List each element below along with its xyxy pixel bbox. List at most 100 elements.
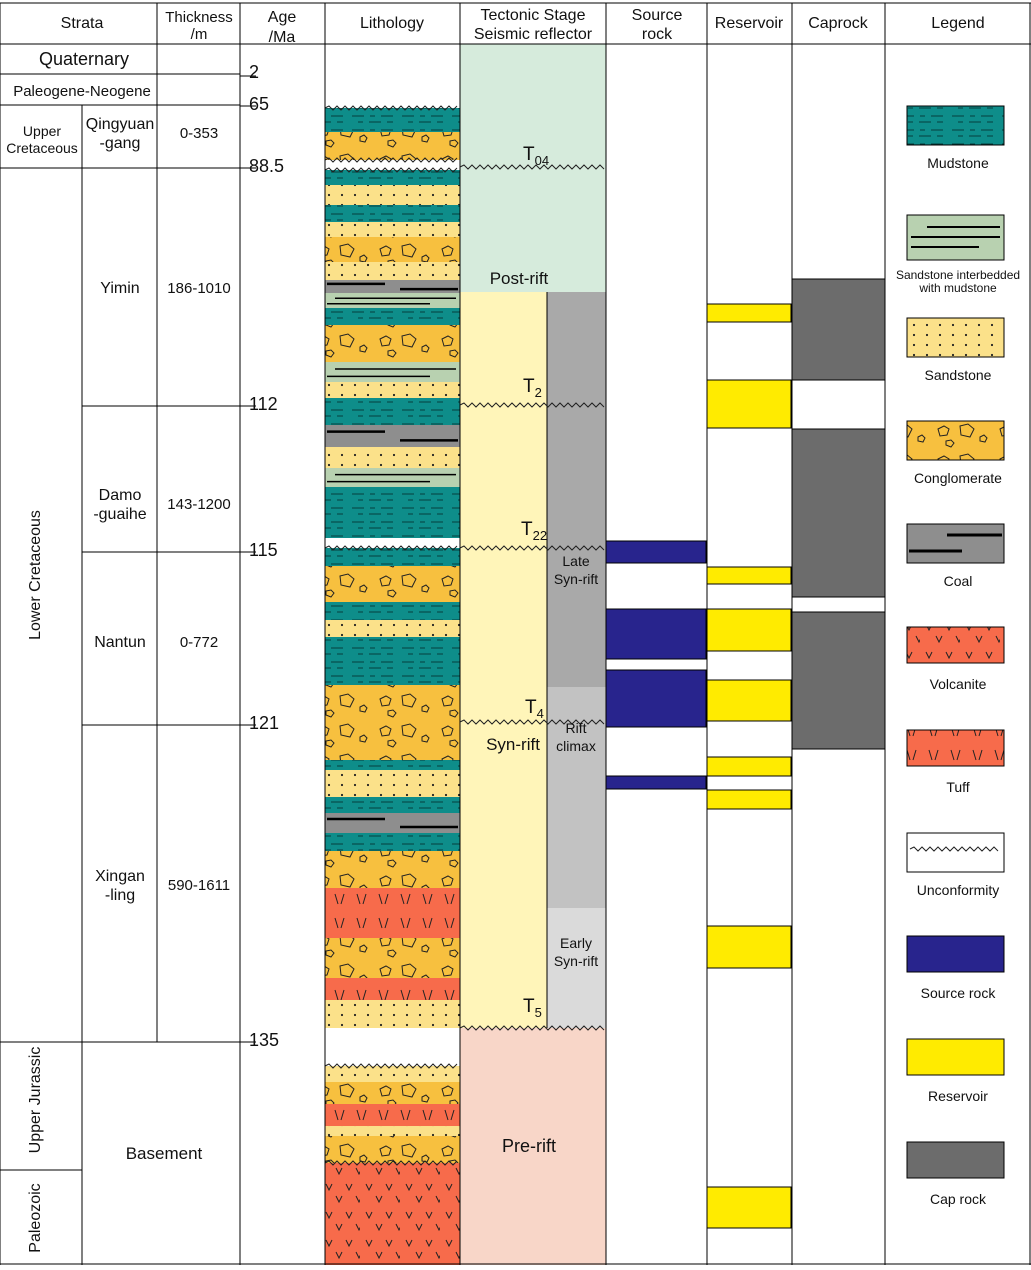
strata-basement: Basement bbox=[126, 1144, 203, 1163]
age-label-7: 135 bbox=[249, 1030, 279, 1050]
age-label-4: 112 bbox=[249, 394, 278, 414]
lithology-bed-23 bbox=[325, 602, 460, 620]
legend-label-conglomerate-line-1: Conglomerate bbox=[914, 470, 1002, 486]
strata-upper-jurassic: Upper Jurassic bbox=[27, 1047, 44, 1154]
header-source-rock-line-2: rock bbox=[642, 26, 673, 43]
lithology-bed-13 bbox=[325, 362, 460, 382]
legend-label-coal-line-1: Coal bbox=[944, 573, 973, 589]
formation-3-name-line-2: -guaihe bbox=[93, 506, 146, 523]
source-rock-block-2 bbox=[605, 608, 707, 660]
legend-swatch-unconformity-zigzag bbox=[909, 846, 999, 852]
lithology-unconformity-1 bbox=[324, 105, 458, 111]
header-age-line-1: Age bbox=[268, 9, 297, 26]
reservoir-block-5 bbox=[706, 679, 792, 722]
reflector-line-1 bbox=[459, 164, 605, 170]
reflector-line-5 bbox=[459, 1025, 605, 1031]
lithology-bed-6 bbox=[325, 222, 460, 237]
lithology-bed-35 bbox=[325, 938, 460, 978]
reservoir-block-2 bbox=[706, 379, 792, 429]
lithology-bed-26 bbox=[325, 685, 460, 723]
formation-4-thickness: 0-772 bbox=[180, 634, 218, 651]
header-age-line-2: /Ma bbox=[269, 29, 296, 46]
lithology-bed-9 bbox=[325, 280, 460, 293]
lithology-bed-15 bbox=[325, 398, 460, 410]
legend-label-unconformity-line-1: Unconformity bbox=[917, 882, 999, 898]
lithology-bed-42 bbox=[325, 1136, 460, 1163]
lithology-bed-29 bbox=[325, 770, 460, 797]
legend-swatch-volcanite bbox=[906, 626, 1005, 664]
tectonic-substage-2-line-1: Rift bbox=[566, 720, 587, 736]
legend-label-sand_mud-line-1: Sandstone interbedded bbox=[896, 268, 1020, 282]
lithology-bed-33 bbox=[325, 851, 460, 888]
lithology-bed-38 bbox=[325, 1066, 460, 1082]
lithology-bed-14 bbox=[325, 382, 460, 398]
header-caprock: Caprock bbox=[808, 15, 869, 32]
age-label-2: 65 bbox=[249, 94, 269, 114]
lithology-bed-2 bbox=[325, 132, 460, 160]
lithology-bed-4 bbox=[325, 185, 460, 205]
legend-label-caprock-line-1: Cap rock bbox=[930, 1191, 987, 1207]
legend-label-tuff-line-1: Tuff bbox=[946, 779, 969, 795]
lithology-unconformity-6 bbox=[324, 1160, 458, 1166]
tectonic-substage-1-line-1: Late bbox=[562, 553, 589, 569]
early-synrift-fill bbox=[547, 908, 606, 1028]
header-tectonic-line-1: Tectonic Stage bbox=[481, 7, 586, 24]
formation-1-name-line-1: Qingyuan bbox=[86, 116, 155, 133]
lithology-bed-21 bbox=[325, 548, 460, 566]
reservoir-block-9 bbox=[706, 1186, 792, 1229]
prerift-fill bbox=[460, 1028, 606, 1265]
tectonic-substage-3-line-1: Early bbox=[560, 935, 592, 951]
legend-swatch-mudstone bbox=[906, 105, 1005, 146]
header-tectonic-line-2: Seismic reflector bbox=[474, 26, 593, 43]
lithology-bed-34 bbox=[325, 888, 460, 938]
formation-1-name-line-2: -gang bbox=[100, 135, 141, 152]
lithology-bed-19 bbox=[325, 468, 460, 487]
header-strata: Strata bbox=[61, 15, 104, 32]
lithology-unconformity-3 bbox=[324, 167, 458, 173]
lithology-bed-20 bbox=[325, 487, 460, 538]
age-label-3: 88.5 bbox=[249, 156, 284, 176]
strata-upper-cretaceous-line-1: Upper bbox=[23, 123, 61, 139]
legend-swatch-sandstone bbox=[906, 317, 1005, 358]
legend-label-volcanite-line-1: Volcanite bbox=[930, 676, 987, 692]
tectonic-stage-prerift: Pre-rift bbox=[502, 1136, 556, 1156]
tectonic-stage-synrift: Syn-rift bbox=[486, 735, 540, 754]
lithology-unconformity-4 bbox=[324, 545, 458, 551]
lithology-bed-8 bbox=[325, 262, 460, 280]
lithology-bed-17 bbox=[325, 425, 460, 447]
formation-5-name-line-2: -ling bbox=[105, 887, 135, 904]
strata-upper-cretaceous-line-2: Cretaceous bbox=[6, 140, 78, 156]
reservoir-block-3 bbox=[706, 566, 792, 585]
reflector-subscript-3: 22 bbox=[533, 528, 547, 543]
legend-label-mudstone-line-1: Mudstone bbox=[927, 155, 989, 171]
legend-label-source-line-1: Source rock bbox=[921, 985, 997, 1001]
late-synrift-fill bbox=[547, 292, 606, 687]
legend-label-sand_mud-line-2: with mudstone bbox=[918, 281, 997, 295]
header-thickness-line-1: Thickness bbox=[165, 9, 233, 26]
lithology-bed-27 bbox=[325, 723, 460, 760]
lithology-bed-3 bbox=[325, 170, 460, 185]
legend-swatch-unconformity bbox=[906, 832, 1005, 873]
lithology-bed-31 bbox=[325, 813, 460, 833]
source-rock-block-1 bbox=[605, 540, 707, 564]
age-label-5: 115 bbox=[249, 540, 278, 560]
legend-swatch-tuff bbox=[906, 729, 1005, 767]
reflector-subscript-4: 4 bbox=[537, 706, 544, 721]
lithology-bed-43 bbox=[325, 1163, 460, 1265]
reservoir-block-1 bbox=[706, 303, 792, 323]
legend-swatch-conglomerate bbox=[906, 420, 1005, 461]
reflector-line-3 bbox=[459, 545, 605, 551]
header-lithology: Lithology bbox=[360, 15, 424, 32]
caprock-block-3 bbox=[791, 611, 886, 750]
header-source-rock-line-1: Source bbox=[632, 7, 683, 24]
lithology-bed-1 bbox=[325, 108, 460, 132]
reservoir-block-4 bbox=[706, 608, 792, 652]
lithology-bed-39 bbox=[325, 1082, 460, 1104]
formation-3-name-line-1: Damo bbox=[99, 487, 142, 504]
lithology-bed-25 bbox=[325, 637, 460, 685]
reflector-subscript-1: 04 bbox=[535, 153, 549, 168]
formation-4-name: Nantun bbox=[94, 634, 146, 651]
caprock-block-2 bbox=[791, 428, 886, 598]
